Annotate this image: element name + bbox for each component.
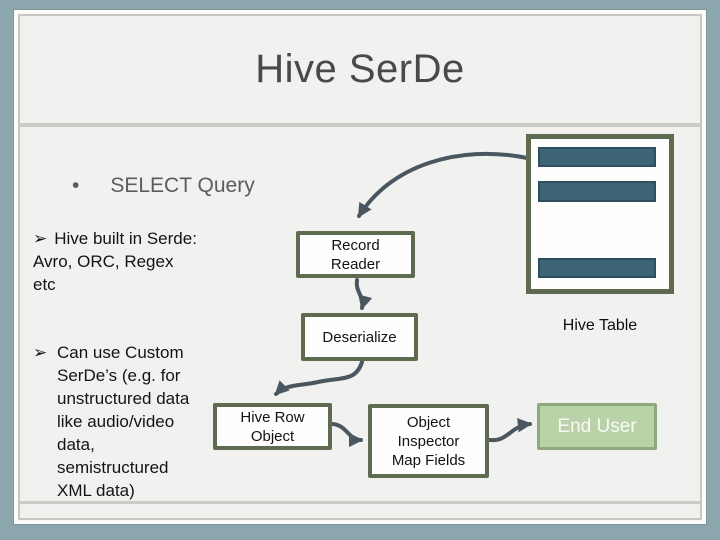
slide: Hive SerDe • SELECT Query ➢Hive built xyxy=(14,10,706,524)
bullet-custom-serde: ➢ Can use Custom SerDe’s (e.g. for unstr… xyxy=(33,341,225,502)
flow-arrows xyxy=(274,151,533,448)
slide-title: Hive SerDe xyxy=(255,47,465,91)
table-row-bar xyxy=(538,181,656,202)
arrow-deserialize-to-hiverow xyxy=(274,360,364,396)
slide-footer xyxy=(20,501,700,518)
bullet-builtin-serde: ➢Hive built in Serde: Avro, ORC, Regex e… xyxy=(33,227,225,296)
custom-serde-text: Can use Custom SerDe’s (e.g. for unstruc… xyxy=(57,343,190,500)
builtin-serde-text: Hive built in Serde: Avro, ORC, Regex et… xyxy=(33,229,197,294)
table-row-bar xyxy=(538,258,656,278)
arrow-hiverow-to-objectinspector xyxy=(331,422,364,448)
table-row-bar xyxy=(538,147,656,167)
arrow-hivetable-to-recordreader xyxy=(357,151,529,218)
bullet-dot: • xyxy=(72,174,80,197)
arrow-bullet-icon: ➢ xyxy=(33,343,48,362)
record-reader-node: Record Reader xyxy=(296,231,415,278)
end-user-node: End User xyxy=(537,403,657,450)
arrow-recordreader-to-deserialize xyxy=(354,278,373,311)
title-area: Hive SerDe xyxy=(20,16,700,127)
arrow-bullet-icon: ➢ xyxy=(33,229,48,248)
deserialize-node: Deserialize xyxy=(301,313,418,361)
hive-row-object-node: Hive Row Object xyxy=(213,403,332,450)
object-inspector-node: Object Inspector Map Fields xyxy=(368,404,489,478)
hive-table-graphic xyxy=(526,134,674,294)
select-query-bullet: • SELECT Query xyxy=(72,174,255,198)
arrow-objectinspector-to-enduser xyxy=(488,418,533,443)
hive-table-label: Hive Table xyxy=(562,317,638,334)
select-query-label: SELECT Query xyxy=(110,174,255,197)
